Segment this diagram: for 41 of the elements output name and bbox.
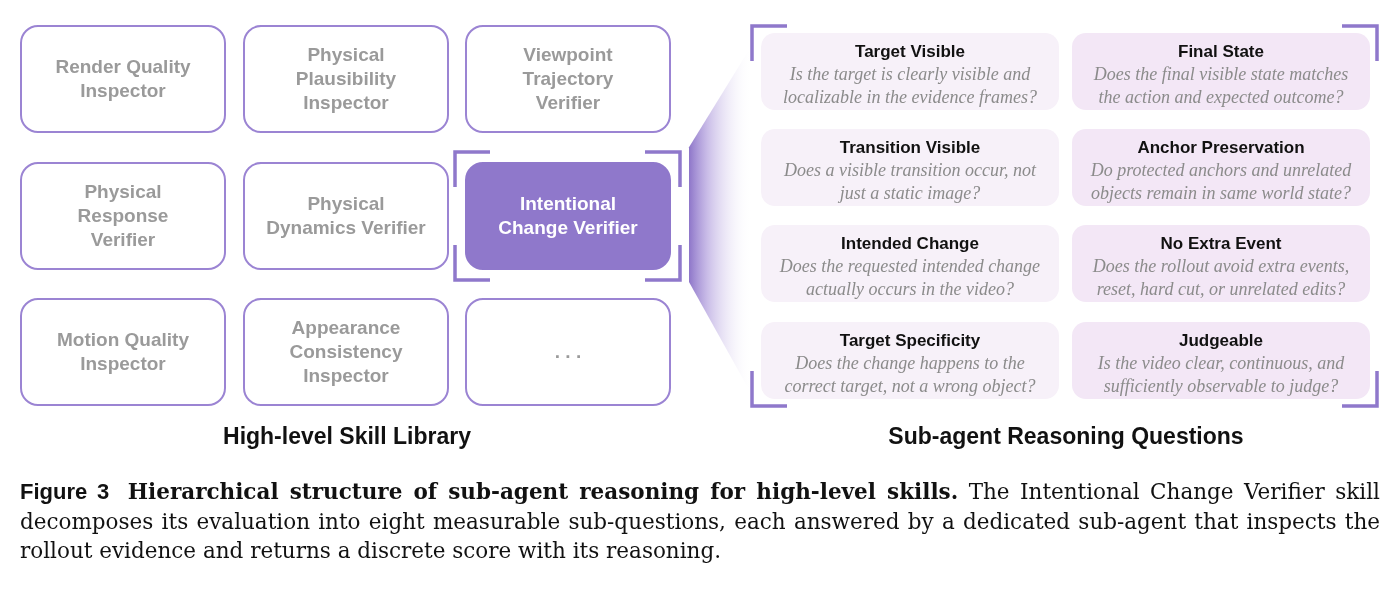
- question-title: Target Visible: [855, 41, 965, 63]
- question-title: Transition Visible: [839, 137, 981, 159]
- question-text: Does a visible transition occur, not just a static image?: [783, 159, 1038, 205]
- question-title: Anchor Preservation: [1137, 137, 1305, 159]
- skill-box: [20, 162, 226, 270]
- skill-name: Render Quality Inspector: [54, 55, 192, 103]
- skill-box: [243, 25, 449, 133]
- question-card: [1072, 33, 1370, 110]
- panel-heading: High-level Skill Library: [223, 422, 471, 450]
- highlighted-skill-box: [465, 162, 671, 270]
- skill-name: Viewpoint Trajectory Verifier: [521, 43, 615, 115]
- question-title: Intended Change: [841, 233, 979, 255]
- question-title: No Extra Event: [1160, 233, 1282, 255]
- question-text: Do protected anchors and unrelated objects remain in same world state?: [1089, 159, 1353, 205]
- question-title: Judgeable: [1178, 330, 1264, 352]
- skill-box: [243, 162, 449, 270]
- skill-name: Physical Response Verifier: [76, 180, 170, 252]
- skill-box: [465, 298, 671, 406]
- question-text: Does the change happens to the correct target, not a wrong object?: [783, 352, 1037, 398]
- question-text: Does the final visible state matches the action and expected outcome?: [1092, 63, 1350, 109]
- question-text: Is the target is clearly visible and localizable in the evidence frames?: [782, 63, 1038, 109]
- question-text: Does the rollout avoid extra events, reset, hard cut, or unrelated edits?: [1091, 255, 1351, 301]
- question-title: Final State: [1178, 41, 1264, 63]
- question-text: Is the video clear, continuous, and sufficiently observable to judge?: [1096, 352, 1346, 398]
- skill-name: Physical Plausibility Inspector: [294, 43, 398, 115]
- question-title: Target Specificity: [839, 330, 981, 352]
- skill-box: [465, 25, 671, 133]
- skill-box: [20, 298, 226, 406]
- skill-name: Physical Dynamics Verifier: [265, 192, 427, 240]
- skill-name: . . .: [554, 340, 582, 364]
- question-card: [1072, 129, 1370, 206]
- question-card: [1072, 322, 1370, 399]
- panel-heading: Sub-agent Reasoning Questions: [888, 422, 1244, 450]
- skill-name: Motion Quality Inspector: [56, 328, 190, 376]
- question-card: [1072, 225, 1370, 302]
- figure-caption: Figure 3 Hierarchical structure of sub-agent reasoning for high-level skills. The Intentional Change Verifier skill decomposes its evaluation into eight measurable sub-questions, each answered by a dedicated sub-agent that inspects the rollout evidence and returns a discrete score with its reasoning.: [20, 478, 1380, 565]
- skill-box: [20, 25, 226, 133]
- question-text: Does the requested intended change actually occurs in the video?: [778, 255, 1042, 301]
- skill-name: Appearance Consistency Inspector: [288, 316, 404, 388]
- skill-box: [243, 298, 449, 406]
- skill-name: Intentional Change Verifier: [497, 192, 639, 240]
